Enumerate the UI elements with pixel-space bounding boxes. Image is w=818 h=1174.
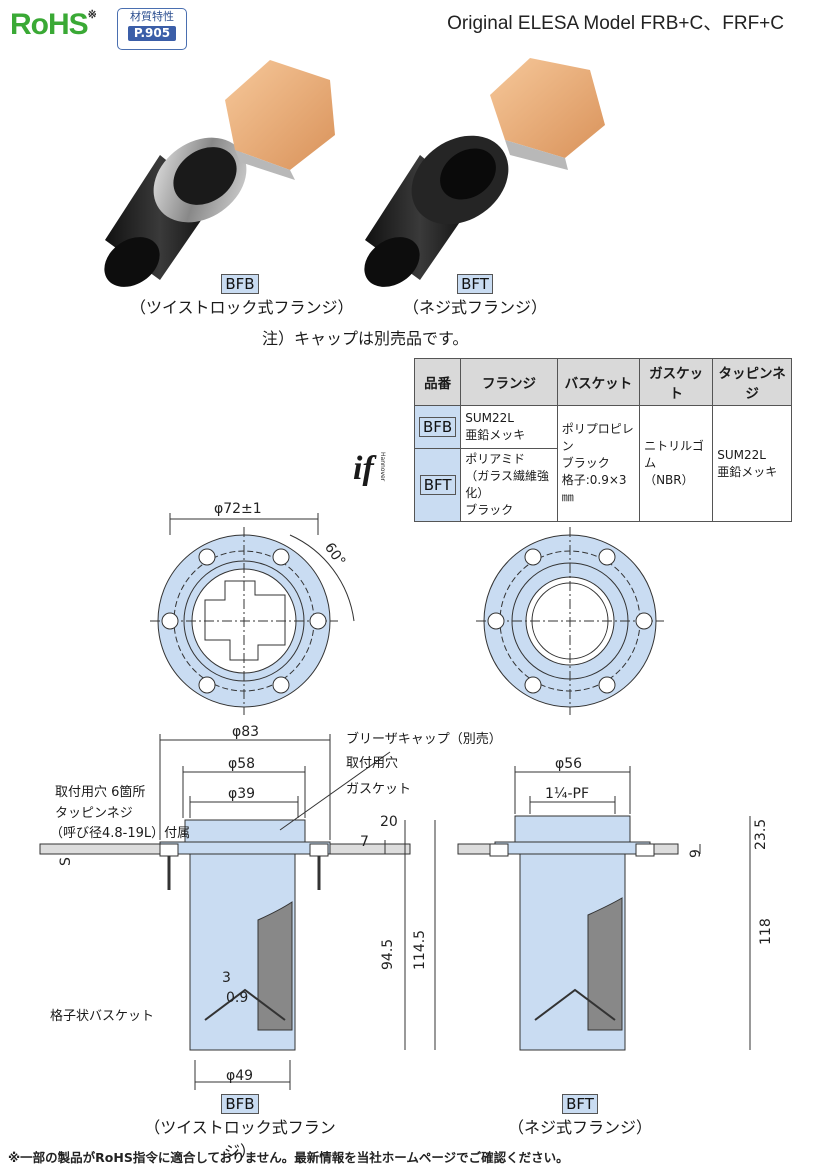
bft-section-caption-text: （ネジ式フランジ） bbox=[507, 1118, 652, 1137]
dim-grid-09: 0.9 bbox=[226, 990, 248, 1006]
screw-holes bbox=[161, 548, 327, 694]
label-tapping-screw: タッピンネジ bbox=[55, 806, 133, 821]
section-drawings: φ83 φ58 φ39 φ49 7 20 94.5 114.5 3 0.9 S … bbox=[39, 724, 774, 1090]
label-breather-cap: ブリーザキャップ（別売） bbox=[346, 732, 502, 747]
basket-line2: ブラック bbox=[561, 456, 610, 470]
footer-note: ※一部の製品がRoHS指令に適合しておりません。最新情報を当社ホームページでご確… bbox=[8, 1150, 569, 1165]
col-header-basket: バスケット bbox=[556, 358, 641, 406]
screw-line2: 亜鉛メッキ bbox=[717, 464, 778, 479]
row-code-bfb: BFB bbox=[419, 417, 457, 437]
cap-note: 注）キャップは別売品です。 bbox=[262, 329, 469, 348]
bfb-section-code: BFB bbox=[221, 1094, 259, 1114]
label-mount-holes: 取付用穴 6箇所 bbox=[55, 785, 146, 800]
spec-table: 品番 フランジ バスケット ガスケット タッピンネジ BFB SUM22L 亜鉛… bbox=[413, 358, 792, 522]
dim-d39: φ39 bbox=[228, 786, 255, 802]
rohs-logo: RoHS※ bbox=[10, 8, 97, 41]
bft-top-view bbox=[476, 527, 664, 715]
material-page: P.905 bbox=[127, 26, 177, 41]
label-gasket: ガスケット bbox=[346, 782, 412, 797]
table-row: BFB SUM22L 亜鉛メッキ ポリプロピレン ブラック 格子:0.9×3㎜ … bbox=[413, 405, 792, 522]
dim-flange-diameter: φ72±1 bbox=[214, 501, 262, 517]
dim-d58: φ58 bbox=[228, 756, 255, 772]
bft-photo bbox=[364, 58, 605, 287]
col-header-flange: フランジ bbox=[460, 358, 558, 406]
bft-caption-text: （ネジ式フランジ） bbox=[402, 298, 547, 317]
col-header-gasket: ガスケット bbox=[639, 358, 714, 406]
gasket-line1: ニトリルゴム bbox=[644, 439, 704, 470]
rohs-mark: ※ bbox=[87, 9, 97, 21]
dim-h94: 94.5 bbox=[380, 939, 396, 970]
bfb-section-caption: BFB （ツイストロック式フランジ） bbox=[140, 1094, 340, 1162]
screw-line1: SUM22L bbox=[717, 447, 766, 462]
page-title: Original ELESA Model FRB+C、FRF+C bbox=[447, 13, 784, 34]
dim-h118: 118 bbox=[758, 918, 774, 945]
dim-h20: 20 bbox=[380, 814, 398, 830]
spec-table-header-row: 品番 フランジ バスケット ガスケット タッピンネジ bbox=[413, 358, 792, 406]
basket-line3: 格子:0.9×3㎜ bbox=[561, 473, 627, 504]
dim-h235: 23.5 bbox=[753, 819, 769, 850]
label-grid-basket: 格子状バスケット bbox=[50, 1009, 155, 1024]
bfb-caption-text: （ツイストロック式フランジ） bbox=[130, 298, 354, 317]
dim-angle: 60° bbox=[321, 540, 348, 570]
row-code-bft: BFT bbox=[419, 475, 456, 495]
dim-grid-3: 3 bbox=[222, 970, 231, 986]
material-property-badge[interactable]: 材質特性 P.905 bbox=[117, 8, 187, 50]
bft-photo-caption: BFT （ネジ式フランジ） bbox=[390, 274, 560, 318]
material-label: 材質特性 bbox=[130, 10, 174, 23]
bft-code-tag: BFT bbox=[457, 274, 493, 294]
dim-d83: φ83 bbox=[232, 724, 259, 740]
bft-flange-line1: ポリアミド bbox=[465, 452, 525, 466]
bfb-code-tag: BFB bbox=[221, 274, 259, 294]
dim-thread: 1¼-PF bbox=[545, 786, 589, 802]
bfb-flange-line2: 亜鉛メッキ bbox=[465, 428, 526, 442]
dim-h114: 114.5 bbox=[412, 930, 428, 970]
gasket-line2: （NBR） bbox=[644, 473, 694, 487]
bft-flange-line3: ブラック bbox=[465, 503, 514, 517]
dim-d49: φ49 bbox=[226, 1068, 253, 1084]
bfb-photo-caption: BFB （ツイストロック式フランジ） bbox=[130, 274, 354, 318]
dim-d56: φ56 bbox=[555, 756, 582, 772]
bft-section-code: BFT bbox=[562, 1094, 598, 1114]
dim-h7: 7 bbox=[360, 834, 369, 850]
top-view-drawings: φ72±1 60° bbox=[150, 501, 664, 715]
label-tapping-screw-size: （呼び径4.8-19L）付属 bbox=[50, 826, 191, 841]
bft-section-view bbox=[457, 766, 751, 1051]
bfb-section-view bbox=[39, 734, 436, 1090]
award-logo: if Hannover bbox=[353, 450, 386, 487]
bft-flange-line2: （ガラス繊維強化） bbox=[465, 469, 549, 500]
bfb-top-view bbox=[150, 513, 355, 715]
table-row: BFT ポリアミド （ガラス繊維強化） ブラック bbox=[413, 448, 792, 522]
dim-s: S bbox=[58, 857, 74, 866]
product-photos bbox=[104, 58, 605, 287]
col-header-part-no: 品番 bbox=[413, 358, 462, 406]
label-mount-hole: 取付用穴 bbox=[346, 756, 399, 771]
bft-section-caption: BFT （ネジ式フランジ） bbox=[495, 1094, 665, 1138]
bfb-photo bbox=[104, 60, 335, 287]
basket-line1: ポリプロピレン bbox=[561, 422, 634, 453]
bfb-section-caption-text: （ツイストロック式フランジ） bbox=[144, 1118, 336, 1161]
bfb-flange-line1: SUM22L bbox=[465, 411, 514, 425]
dim-h9: 9 bbox=[688, 849, 704, 858]
col-header-screw: タッピンネジ bbox=[712, 358, 792, 406]
